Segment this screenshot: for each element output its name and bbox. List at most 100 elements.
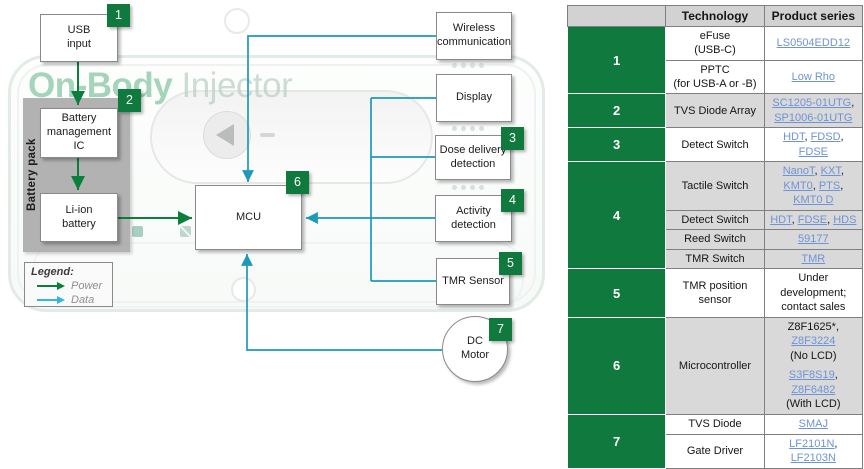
plain-text: , [835, 320, 840, 333]
plain-text: , [827, 213, 834, 226]
block-dose-delivery-detection: Dose delivery detection 3 [435, 127, 524, 180]
part-link-HDT[interactable]: HDT [770, 213, 792, 226]
product-line: SC1205-01UTG, [768, 96, 859, 111]
technology-cell: eFuse (USB-C) [665, 26, 765, 61]
battery-pack-label: Battery pack [26, 138, 38, 212]
step-badge-2: 2 [118, 89, 141, 112]
part-link-KMT0-D[interactable]: KMT0 D [793, 194, 834, 207]
group-number-1: 1 [566, 25, 667, 95]
part-link-S3F8S19[interactable]: S3F8S19 [788, 369, 835, 382]
part-link-FDSE[interactable]: FDSE [797, 213, 828, 226]
block-label: Display [455, 91, 493, 104]
device-top-port [224, 8, 250, 34]
product-series-cell: LS0504EDD12 [763, 26, 864, 61]
step-badge-6: 6 [286, 171, 309, 194]
block-label: Li-ion battery [62, 203, 96, 230]
power-arrow-icon [37, 282, 65, 290]
product-line: Z8F1625*, Z8F3224 [768, 320, 859, 349]
plain-text: , [804, 131, 811, 144]
block-display: Display [436, 74, 512, 122]
group-number-6: 6 [566, 316, 667, 415]
product-series-cell: NanoT, KXT,KMT0, PTS, KMT0 D [763, 161, 864, 211]
data-arrow-icon [37, 296, 65, 304]
block-liion-battery: Li-ion battery [40, 193, 118, 242]
part-link-HDS[interactable]: HDS [833, 213, 857, 226]
part-link-FDSD[interactable]: FDSD [810, 131, 841, 144]
part-link-PTS[interactable]: PTS [818, 179, 841, 192]
part-link-KMT0[interactable]: KMT0 [783, 179, 813, 192]
part-link-Z8F6482[interactable]: Z8F6482 [791, 383, 836, 396]
technology-cell: TVS Diode [665, 413, 765, 435]
part-link-SP1006-01UTG[interactable]: SP1006-01UTG [774, 111, 853, 124]
plain-text: (No LCD) [790, 349, 837, 362]
block-dc-motor: DC Motor 7 [442, 316, 512, 382]
part-link-59177[interactable]: 59177 [798, 233, 829, 246]
step-badge-4: 4 [501, 189, 524, 212]
legend-label-data: Data [71, 294, 95, 306]
plain-text: , [791, 213, 798, 226]
part-link-LF2103N[interactable]: LF2103N [790, 452, 836, 465]
device-dot-grid [452, 126, 484, 131]
block-battery-management-ic: Battery management IC 2 [40, 89, 141, 158]
block-diagram: On-Body Injector Battery pack USB input [8, 4, 545, 382]
part-link-Low-Rho[interactable]: Low Rho [791, 70, 836, 83]
device-dot-grid [452, 63, 484, 68]
plain-text: , [840, 179, 844, 192]
plain-text: , [840, 165, 844, 178]
part-link-SC1205-01UTG[interactable]: SC1205-01UTG [772, 97, 852, 110]
device-button [203, 111, 251, 159]
technology-cell: TMR Switch [665, 248, 765, 270]
technology-cell: Reed Switch [665, 229, 765, 250]
block-label: TMR Sensor [442, 274, 504, 287]
technology-header: Technology [665, 5, 765, 27]
part-link-NanoT[interactable]: NanoT [782, 165, 815, 178]
part-link-FDSE[interactable]: FDSE [798, 145, 828, 158]
part-link-KXT[interactable]: KXT [820, 165, 841, 178]
technology-cell: Detect Switch [665, 127, 765, 163]
step-badge-3: 3 [501, 127, 524, 150]
product-series-cell: Low Rho [763, 59, 864, 95]
product-line: Low Rho [768, 70, 859, 85]
product-series-cell: TMR [763, 248, 864, 270]
part-link-HDT[interactable]: HDT [783, 131, 805, 144]
product-series-cell: Under development;contact sales [763, 268, 864, 318]
block-label: Wireless communication [437, 22, 511, 48]
block-mcu: MCU 6 [195, 171, 309, 250]
product-line: HDT, FDSE, HDS [768, 213, 859, 228]
block-label: Activity detection [451, 204, 496, 231]
product-series-cell: 59177 [763, 229, 864, 250]
block-activity-detection: Activity detection 4 [435, 189, 524, 242]
table-row: TMR Switch TMR [568, 248, 864, 270]
technology-cell: TVS Diode Array [665, 93, 765, 129]
plain-text: Under development; [780, 272, 847, 299]
plain-text: , [834, 437, 838, 450]
part-link-SMAJ[interactable]: SMAJ [798, 417, 828, 430]
group-number-2: 2 [566, 93, 667, 129]
product-series-cell: HDT, FDSD, FDSE [763, 127, 864, 163]
device-print-square [132, 226, 143, 237]
part-link-LS0504EDD12[interactable]: LS0504EDD12 [776, 37, 851, 50]
device-minus-mark [260, 133, 275, 137]
part-link-LF2101N[interactable]: LF2101N [789, 437, 835, 450]
step-badge-5: 5 [499, 252, 522, 275]
product-line: 59177 [768, 232, 859, 247]
plain-text: , [812, 179, 819, 192]
part-link-Z8F3224[interactable]: Z8F3224 [791, 335, 836, 348]
technology-cell: Detect Switch [665, 209, 765, 231]
legend-label-power: Power [71, 280, 103, 292]
plain-text: , [840, 131, 844, 144]
num-header [566, 5, 667, 27]
product-line: LF2101N, LF2103N [768, 437, 859, 466]
group-number-4: 4 [566, 161, 667, 270]
product-line: S3F8S19, Z8F6482 [768, 368, 859, 397]
block-label: DC Motor [460, 335, 490, 361]
part-link-TMR[interactable]: TMR [801, 252, 826, 265]
